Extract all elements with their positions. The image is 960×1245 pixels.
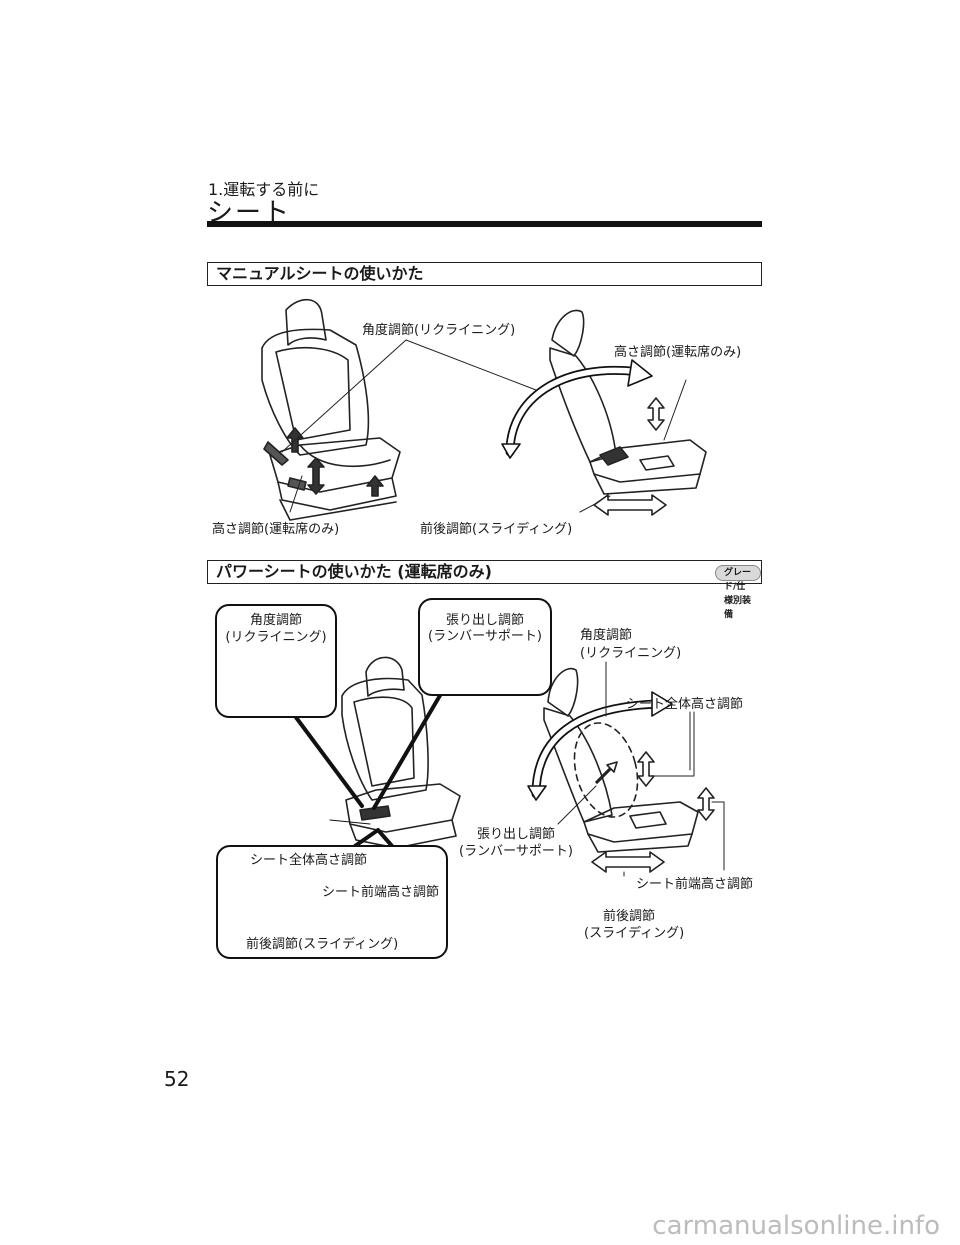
label-manual-slide: 前後調節(スライディング) (420, 522, 573, 537)
power-recline-line2: (リクライニング) (580, 646, 682, 661)
grade-badge: グレード/仕様別装備 (715, 565, 761, 620)
callout-lumbar-line2: (ランバーサポート) (428, 629, 542, 644)
manual-seat-front-drawing (261, 298, 401, 521)
label-manual-recline: 角度調節(リクライニング) (362, 323, 516, 338)
label-manual-height-right: 高さ調節(運転席のみ) (614, 345, 742, 360)
power-whole-height-label: シート全体高さ調節 (626, 697, 744, 712)
power-seat-heading: パワーシートの使いかた (運転席のみ) (216, 562, 492, 581)
power-seat-side-drawing (543, 667, 699, 853)
callout-recline-line2: (リクライニング) (225, 630, 327, 645)
callout-lumbar-line1: 張り出し調節 (445, 613, 524, 628)
switch-front-height-label: シート前端高さ調節 (322, 885, 440, 900)
callout-lower-switch: シート全体高さ調節 シート前端高さ調節 前後調節(スライディング) (216, 845, 448, 959)
page-number: 52 (164, 1067, 190, 1091)
switch-slide-label: 前後調節(スライディング) (246, 937, 399, 952)
power-front-height-label: シート前端高さ調節 (636, 877, 754, 892)
power-slide-line2: (スライディング) (584, 926, 685, 941)
power-slide-line1: 前後調節 (602, 909, 655, 924)
power-recline-line1: 角度調節 (580, 628, 633, 643)
switch-whole-height-label: シート全体高さ調節 (250, 853, 368, 868)
footer-watermark: carmanualsonline.info (652, 1211, 940, 1241)
manual-seat-heading: マニュアルシートの使いかた (216, 264, 424, 283)
manual-seat-side-drawing (549, 309, 707, 495)
callout-recline-switch: 角度調節 (リクライニング) (215, 604, 337, 718)
footer-bar: carmanualsonline.info (0, 1205, 960, 1245)
chapter-label: 1.運転する前に (208, 180, 320, 199)
power-lumbar-line2: (ランバーサポート) (459, 844, 573, 859)
callout-lumbar-switch: 張り出し調節 (ランバーサポート) (418, 598, 552, 696)
power-seat-section-header: パワーシートの使いかた (運転席のみ) グレード/仕様別装備 (207, 560, 762, 620)
title-rule (207, 221, 762, 227)
manual-seat-section-header: マニュアルシートの使いかた (207, 262, 762, 286)
power-lumbar-line1: 張り出し調節 (476, 827, 555, 842)
label-manual-height-left: 高さ調節(運転席のみ) (212, 522, 340, 537)
callout-recline-line1: 角度調節 (249, 613, 302, 628)
